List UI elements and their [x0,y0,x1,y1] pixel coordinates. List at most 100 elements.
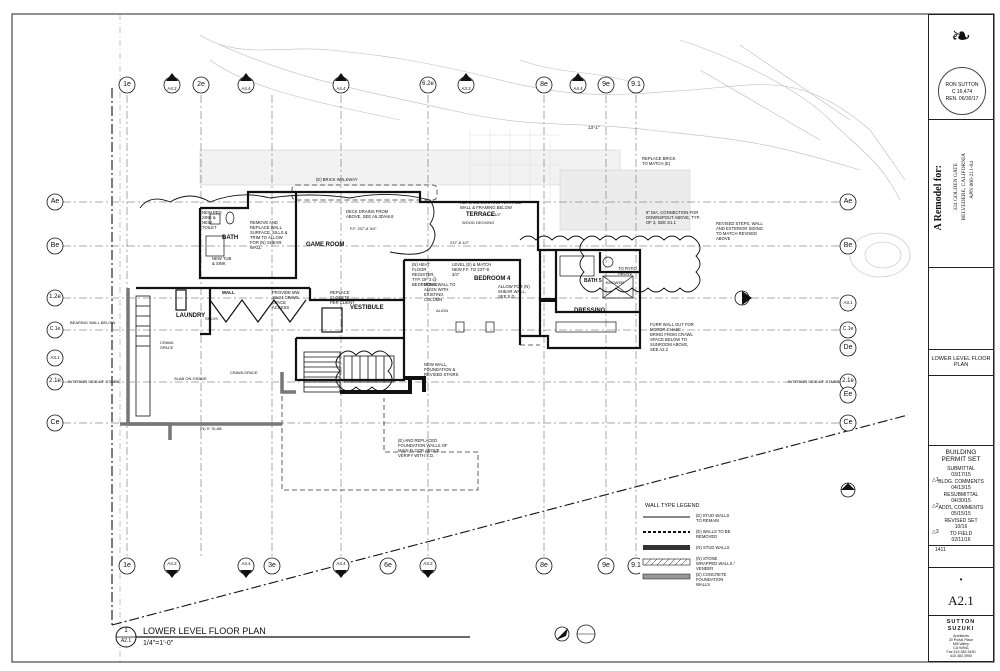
title-block: ❧ RON SUTTON C 16,474 REN. 06/30/17 A Re… [928,14,994,662]
grid-label-bottom: A4.2 [167,561,177,566]
dot-icon: • [959,575,963,584]
rev-date: 03/17/15 [951,472,971,478]
grid-bubbles-bottom [118,557,645,575]
floor-elevation: 237'-8 1/2" [482,212,502,217]
north-arrow-icon [554,624,596,644]
grid-label-left: C.1e [49,326,61,332]
rev-label: SUBMITTAL [947,466,975,472]
floor-elevation: 237'-8 1/2" [450,240,470,245]
stairs [135,295,395,417]
note-bearing-wall: BEARING WALL BELOW [70,320,116,325]
note-allow-for: ALLOW FOR (N) SHEAR WALL, SEE S.D. [498,284,530,299]
dimension-top: 13'-1" [588,125,600,130]
rev-date: 05/15/15 [951,511,971,517]
section-arrows-bottom [166,570,434,578]
grid-label-left: 1.2e [49,294,61,300]
rev-label: REVISED SET [944,518,978,524]
section-markers [734,290,856,498]
grid-label-bottom: A3.2 [423,561,433,566]
grid-label-bottom: 8e [540,562,548,569]
grid-label-right: Ae [843,198,853,205]
grid-label-right: C.1e [842,326,854,332]
room-dressing: DRESSING [574,308,606,314]
legend-item: (E) WALLS TO BE REMOVED [696,529,731,539]
note-level: LEVEL (E) & MATCH NEW F.F. TO 237'-8 3/4… [452,262,492,277]
plan-title: LOWER LEVEL FLOOR PLAN [143,626,266,636]
note-brick-walkway: (E) BRICK WALKWAY [316,177,358,182]
grid-label-bottom: 9.1 [631,562,641,569]
legend-item: (E) STUD WALLS TO REMAIN [696,513,730,523]
grid-label-bottom: 6e [384,562,392,569]
rev-triangle-icon: △3 [932,529,939,535]
grid-label-top: 2e [197,81,205,88]
grid-label-top: 8e [540,81,548,88]
project-remodel: A Remodel for: [933,165,944,231]
grid-label-right: A3.1 [843,300,853,305]
firm-info: Fax 415 383 3430 [946,650,976,654]
plan-scale: 1/4"=1'-0" [143,640,174,647]
legend-title: WALL TYPE LEGEND [645,503,700,509]
note-interior-stairs-right: INTERIOR SIDE OF STAIRS [788,379,840,384]
note-interior-stairs-left: INTERIOR SIDE OF STAIRS [68,379,120,384]
note-replace-terrace: REPLACE EXISTING TERRACE WALL & FRAMING … [460,200,522,210]
label-slab-on-grade: SLAB ON GRADE [174,376,207,381]
rev-label: ADD'L COMMENTS [938,505,984,511]
hatched-paving [199,130,691,231]
rev-label: RESUBMITTAL [943,492,979,498]
grid-label-top: 1e [123,81,131,88]
note-replace-brick: REPLACE BRICK TO MATCH (E) [642,156,676,166]
grid-label-bottom: A4.4 [336,561,346,566]
rev-triangle-icon: △2 [932,503,939,509]
grid-label-bottom: A4.4 [241,561,251,566]
rev-label: TO FIELD [949,531,973,537]
architect-stamp: RON SUTTON C 16,474 REN. 06/30/17 [938,67,986,115]
note-deck-drains: DECK DRAINS FROM ABOVE, SEE A5.3D/A6.8 [346,209,394,219]
grid-label-top: A4.4 [573,86,583,91]
plan-title-graphic [115,626,470,648]
grid-label-right: 2.1e [842,378,854,384]
label-shower: SHOWER [606,280,624,285]
property-line-bottom [111,414,909,626]
grid-label-right: Ce [843,419,853,426]
grid-label-bottom: 1e [123,562,131,569]
grid-label-left: 2.1e [49,378,61,384]
outline-above [281,184,540,491]
building-walls [136,190,642,382]
grid-bubbles-left [46,193,64,432]
sheet-name: LOWER LEVEL FLOOR PLAN [931,356,991,368]
label-crawl-space: CRAWL SPACE [160,340,175,350]
site-terrain [199,34,911,278]
fixtures [205,211,634,333]
stamp-line: C 16,474 [951,89,973,95]
note-replaced-foundation: (E) AND REPLACED FOUNDATION WALLS OF MAI… [398,438,448,458]
note-remove-replace: REMOVE AND REPLACE WALL SURFACE, SILLS &… [250,220,288,250]
firm-info: CA 94941 [953,646,969,650]
legend-item: (N) STUD WALLS [696,545,730,550]
grid-label-top: A4.2 [167,86,177,91]
room-game-room: GAME ROOM [306,242,345,248]
wall-legend [640,500,760,590]
room-bedroom-4: BEDROOM 4 [474,276,511,282]
room-bath: BATH [222,235,239,241]
project-address: 324 GOLDEN GATE [953,163,959,211]
note-new-ped: NEW PED. SINK & NEW TOILET [202,210,223,230]
set-title: BUILDING PERMIT SET [941,449,981,463]
grid-label-left: Ce [50,419,60,426]
grid-bubbles-right [839,193,857,432]
grid-label-top: 9e [602,81,610,88]
firm-info: 415 383 3900 [950,654,972,658]
firm-name: SUZUKI [947,626,975,632]
rev-date: 04/13/15 [951,485,971,491]
grid-label-top: 6.2e [422,81,434,87]
room-terrace: TERRACE [466,212,496,218]
grid-label-bottom: 3e [268,562,276,569]
rev-date: 04/30/15 [951,498,971,504]
new-walls [340,298,556,394]
revision-clouds [139,194,701,392]
stamp-line: REN. 06/30/17 [945,96,979,102]
grid-label-bottom: 9e [602,562,610,569]
grid-label-right: Be [843,242,853,249]
project-address: BELVEDERE, CALIFORNIA [961,153,967,221]
floor-elevation: F.F. 237'-8 3/4" [350,226,377,231]
